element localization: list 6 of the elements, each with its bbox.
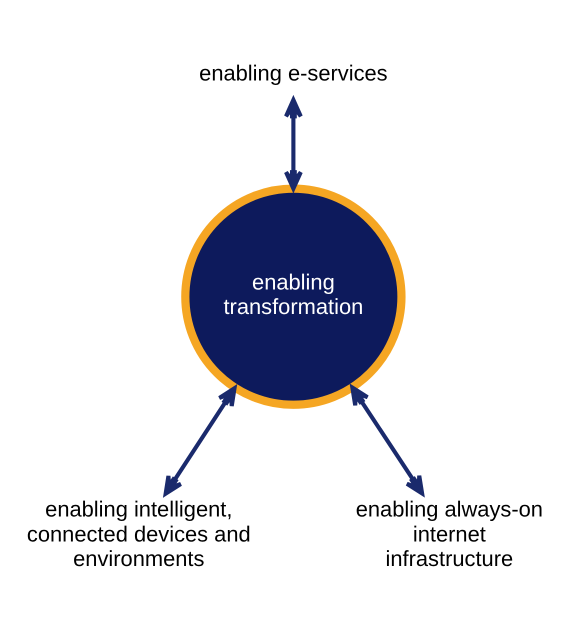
node-text: enabling intelligent, connected devices and environments [26,496,251,570]
node-text: enabling always-on internet infrastructure [356,496,543,570]
arrow [350,385,424,495]
arrow [164,386,237,496]
arrow [284,97,303,190]
node-text: enabling e-services [199,60,388,85]
